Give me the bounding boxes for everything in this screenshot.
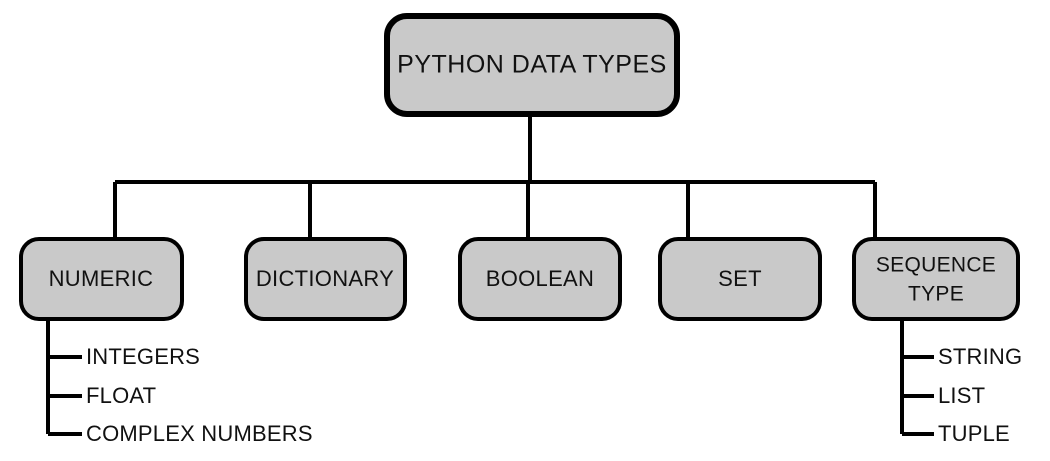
node-boolean-box — [458, 237, 622, 321]
node-root-box — [384, 13, 680, 117]
node-root-label: PYTHON DATA TYPES — [397, 51, 667, 79]
connector-group — [113, 116, 877, 239]
node-boolean-label: BOOLEAN — [486, 266, 594, 291]
leaf-label-tuple: TUPLE — [938, 421, 1010, 446]
node-dictionary-box — [244, 237, 407, 321]
leaf-item-complex-numbers[interactable]: COMPLEX NUMBERS — [48, 421, 313, 446]
leaf-label-complex-numbers: COMPLEX NUMBERS — [86, 421, 313, 446]
node-numeric-label: NUMERIC — [49, 266, 154, 291]
leaf-item-tuple[interactable]: TUPLE — [902, 421, 1010, 446]
node-sequence-type[interactable]: SEQUENCE TYPE — [852, 237, 1020, 321]
leaf-label-integers: INTEGERS — [86, 344, 200, 369]
node-root[interactable]: PYTHON DATA TYPES — [384, 13, 680, 117]
leaf-item-string[interactable]: STRING — [902, 344, 1022, 369]
node-numeric-box — [19, 237, 184, 321]
node-set[interactable]: SET — [658, 237, 822, 321]
leaf-item-integers[interactable]: INTEGERS — [48, 344, 200, 369]
numeric-leaf-group: INTEGERS FLOAT COMPLEX NUMBERS — [46, 319, 313, 446]
leaf-label-string: STRING — [938, 344, 1022, 369]
sequence-leaf-group: STRING LIST TUPLE — [900, 319, 1022, 446]
leaf-label-float: FLOAT — [86, 383, 156, 408]
node-boolean[interactable]: BOOLEAN — [458, 237, 622, 321]
node-sequence-type-label-line1: SEQUENCE — [876, 254, 996, 277]
node-sequence-type-box — [852, 237, 1020, 321]
node-sequence-type-label-line2: TYPE — [908, 283, 964, 306]
leaf-item-float[interactable]: FLOAT — [48, 383, 156, 408]
node-numeric[interactable]: NUMERIC — [19, 237, 184, 321]
node-dictionary-label: DICTIONARY — [256, 266, 394, 291]
leaf-item-list[interactable]: LIST — [902, 383, 985, 408]
node-set-label: SET — [718, 266, 762, 291]
node-dictionary[interactable]: DICTIONARY — [244, 237, 407, 321]
leaf-label-list: LIST — [938, 383, 985, 408]
node-set-box — [658, 237, 822, 321]
